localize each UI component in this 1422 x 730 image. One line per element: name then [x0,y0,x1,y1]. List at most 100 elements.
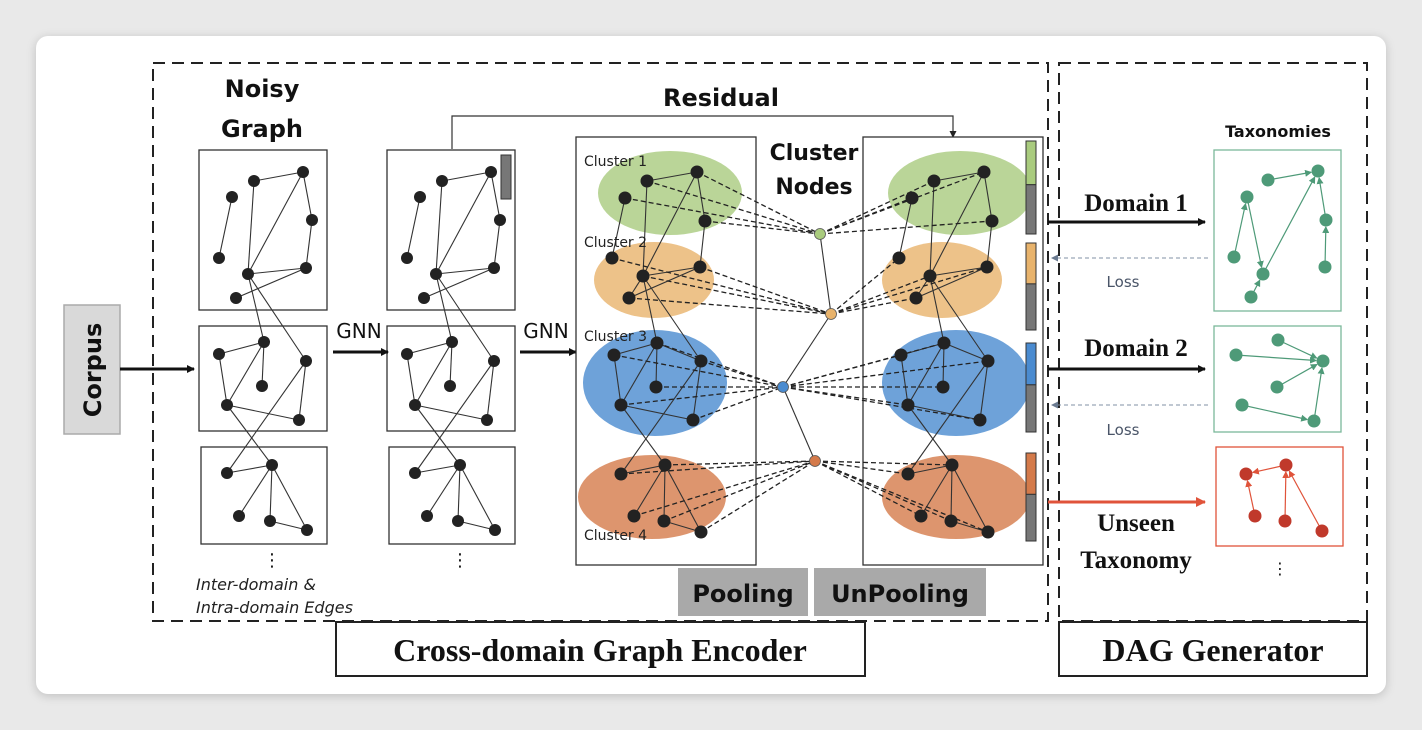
graph-edge [929,275,989,362]
cluster-3-region-unpooling [882,330,1030,436]
graph-node [409,399,421,411]
graph-edge [493,219,501,269]
graph-edge [915,266,988,299]
pooling-assignment-edge [664,460,816,466]
pooling-assignment-edge [700,360,784,388]
graph-node [306,214,318,226]
graph-node [901,467,915,481]
graph-node [945,458,959,472]
graph-edge [253,171,304,182]
graph-edge [942,342,945,388]
unpooling-assignment-edge [830,297,917,315]
generator-title: DAG Generator [1102,632,1323,668]
cluster-4-residual-bar [1025,493,1037,542]
cluster-4-node [809,455,821,467]
graph-node [233,510,245,522]
graph-node [909,291,923,305]
graph-edge [414,341,453,406]
graph-edge [620,360,702,475]
taxonomy-node [1248,509,1262,523]
graph-node [973,413,987,427]
graph-edge [633,464,666,517]
taxonomy-edge [1277,339,1318,359]
unseen-label-1: Unseen [1097,510,1175,537]
generator-ellipsis: ⋮ [1272,559,1288,578]
graph-node [640,174,654,188]
graph-node [230,292,242,304]
unpooling-assignment-edge [782,342,945,388]
graph-edge [218,353,228,406]
graph-node [494,214,506,226]
gnn-graph-column [386,149,516,545]
unpooling-assignment-edge [830,257,900,315]
taxonomy-node [1239,467,1253,481]
unpooling-assignment-edge [819,180,935,235]
graph-edge [269,520,308,531]
graph-edge [920,464,953,517]
pooling-assignment-edge [700,460,816,533]
graph-edge [620,404,666,466]
taxonomy-node [1311,164,1325,178]
unpooling-assignment-edge [814,460,922,517]
encoder-title: Cross-domain Graph Encoder [393,632,807,668]
graph-node [436,175,448,187]
graph-edge [642,275,658,344]
graph-edge [929,180,935,277]
graph-node [409,467,421,479]
graph-edge [655,342,658,388]
graph-node [401,348,413,360]
graph-edge [642,180,648,277]
graph-edge [692,360,702,421]
graph-edge [247,273,307,362]
graph-node [489,524,501,536]
gnn-label-1: GNN [336,319,381,343]
graph-edge [435,273,495,362]
taxonomy-node [1271,333,1285,347]
graph-edge [929,266,988,277]
pooling-assignment-edge [646,180,821,235]
taxonomy-graphs [1213,149,1344,547]
pooling-assignment-edge [656,342,784,388]
taxonomy-node [1318,260,1332,274]
graph-edge [933,171,985,182]
unpooling-assignment-edge [819,220,993,235]
graph-node [242,268,254,280]
graph-node [981,525,995,539]
graph-node [686,413,700,427]
corpus-label: Corpus [79,323,107,418]
taxonomy-edge [1233,202,1248,258]
graph-edge [457,464,461,522]
taxonomy-edge [1316,176,1327,221]
unpooling-assignment-edge [782,386,909,406]
graph-node [446,336,458,348]
graph-node [605,251,619,265]
pooling-assignment-edge [699,266,832,315]
graph-edge [907,404,953,466]
graph-node [614,398,628,412]
loss-label-2: Loss [1107,421,1140,439]
graph-edge [435,180,443,275]
pooling-assignment-edge [696,171,821,235]
graph-node [944,514,958,528]
cluster-1-region-pooling [598,151,742,235]
graph-edge [943,342,989,362]
graph-node [657,514,671,528]
graph-node [914,509,928,523]
graph-node [649,380,663,394]
loss-label-1: Loss [1107,273,1140,291]
edges-note-2: Intra-domain Edges [196,598,353,617]
graph-node [301,524,313,536]
cluster-graph-edge [782,313,832,388]
taxonomy-edge [1288,470,1323,532]
taxonomy-node [1316,354,1330,368]
cluster-3-residual-bar [1025,384,1037,433]
pooling-assignment-edge [620,460,816,475]
taxonomy-node [1229,348,1243,362]
graph-node [607,348,621,362]
graph-node [454,459,466,471]
graph-node [627,509,641,523]
unpooling-box [814,568,986,616]
graph-edge [305,219,313,269]
generator-frame [1058,62,1368,622]
graph-node [977,165,991,179]
